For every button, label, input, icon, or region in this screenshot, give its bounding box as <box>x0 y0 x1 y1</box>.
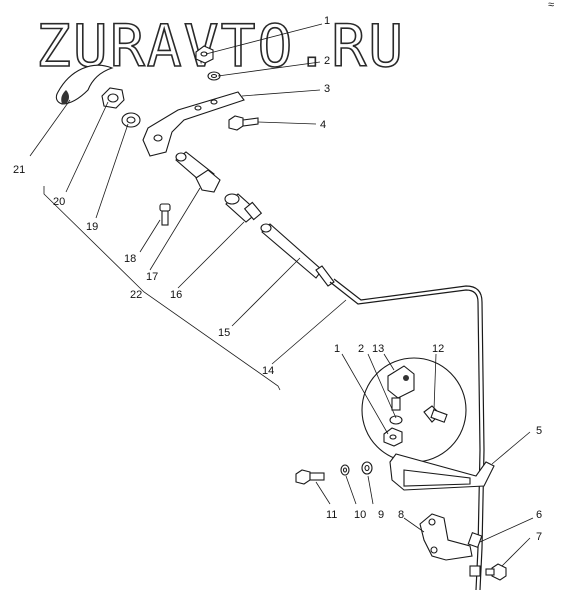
part-20-nut <box>101 87 125 109</box>
callout-15: 15 <box>218 327 230 339</box>
callout-12: 12 <box>432 343 444 355</box>
callout-4: 4 <box>320 119 326 131</box>
callout-1-detail: 1 <box>334 343 340 355</box>
part-7-screw <box>485 563 507 581</box>
callout-8: 8 <box>398 509 404 521</box>
part-11-bolt <box>295 469 325 485</box>
part-14-control-rod <box>329 278 485 591</box>
callout-6: 6 <box>536 509 542 521</box>
part-19-washer <box>121 112 141 128</box>
part-8-clamp <box>419 513 473 561</box>
detail-circle <box>361 357 467 463</box>
part-6-clip <box>467 531 483 577</box>
corner-mark: ≈ <box>548 0 554 11</box>
callout-16: 16 <box>170 289 182 301</box>
part-5-lower-bracket <box>389 453 495 491</box>
part-2-washer-top <box>207 71 221 81</box>
callout-14: 14 <box>262 365 274 377</box>
callout-21: 22 <box>130 289 142 301</box>
callout-13: 13 <box>372 343 384 355</box>
callout-2-top: 2 <box>324 55 330 67</box>
part-16-sleeve <box>224 193 263 223</box>
callout-7: 7 <box>536 531 542 543</box>
callout-18: 18 <box>124 253 136 265</box>
part-18-pin <box>159 203 171 226</box>
part-15-cable-tube <box>260 223 335 287</box>
callout-9: 9 <box>378 509 384 521</box>
callout-labels: 21 20 19 18 17 22 16 15 14 1 2 3 4 1 2 1… <box>13 15 542 543</box>
callout-2-detail: 2 <box>358 343 364 355</box>
callout-11: 11 <box>326 509 337 521</box>
callout-10: 10 <box>354 509 366 521</box>
callout-19: 19 <box>86 221 98 233</box>
part-10-washer <box>340 464 350 476</box>
callout-5: 5 <box>536 425 542 437</box>
part-4-bolt <box>228 115 259 131</box>
part-22-handle <box>55 64 114 105</box>
callout-17: 17 <box>146 271 158 283</box>
part-1-nut-top <box>195 45 214 64</box>
part-3-bracket <box>142 91 245 157</box>
callout-20: 20 <box>53 196 65 208</box>
part-21-reference-line <box>43 186 281 391</box>
callout-1-top: 1 <box>324 15 330 27</box>
callout-3: 3 <box>324 83 330 95</box>
part-17-fitting <box>175 151 221 193</box>
part-9-washer <box>361 461 373 475</box>
callout-22: 21 <box>13 164 25 176</box>
leader-lines <box>29 23 534 567</box>
